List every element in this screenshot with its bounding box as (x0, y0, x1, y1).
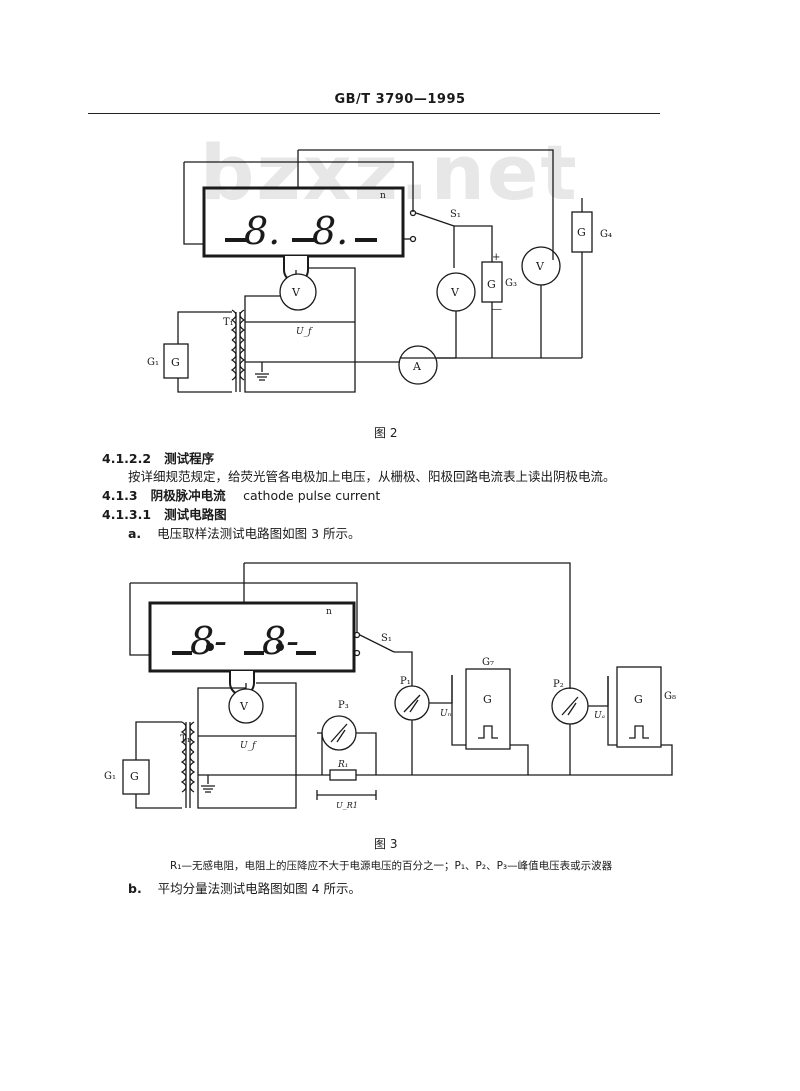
svg-text:8-: 8- (262, 619, 299, 663)
svg-text:U_f: U_f (240, 741, 257, 751)
svg-text:G₇: G₇ (482, 657, 494, 668)
svg-text:n: n (380, 191, 386, 201)
svg-text:V: V (535, 260, 545, 273)
section-title-en: cathode pulse current (243, 488, 381, 503)
svg-text:V: V (239, 700, 249, 713)
item-a: a. 电压取样法测试电路图如图 3 所示。 (128, 523, 361, 542)
section-number: 4.1.3.1 (102, 507, 152, 522)
section-4131-heading: 4.1.3.1 测试电路图 (102, 504, 227, 523)
svg-text:G: G (487, 278, 496, 291)
svg-text:G: G (634, 693, 643, 706)
svg-text:8.: 8. (244, 209, 280, 253)
svg-text:n: n (326, 607, 332, 617)
section-4122-body: 按详细规范规定，给荧光管各电极加上电压，从栅极、阳极回路电流表上读出阴极电流。 (128, 469, 616, 484)
svg-text:R₁: R₁ (337, 760, 348, 770)
svg-text:P₁: P₁ (400, 676, 411, 687)
watermark: bzxz.net (200, 128, 579, 217)
svg-text:G: G (171, 356, 180, 369)
svg-text:G₁: G₁ (104, 771, 116, 782)
figure-3-caption: 图 3 (374, 837, 398, 851)
svg-text:T₁: T₁ (180, 734, 191, 745)
section-number: 4.1.2.2 (102, 451, 152, 466)
svg-text:G₈: G₈ (664, 691, 676, 702)
svg-text:G: G (577, 226, 586, 239)
section-title: 测试程序 (164, 451, 215, 466)
svg-text:G: G (483, 693, 492, 706)
standard-number-header: GB/T 3790—1995 (334, 92, 466, 107)
item-marker: a. (128, 526, 142, 541)
item-text: 平均分量法测试电路图如图 4 所示。 (157, 881, 362, 896)
figure-3-circuit: 8- 8- n S₁ T₁ G₁ G G₇ G₈ G G P₁ P₂ P₃ R₁… (104, 562, 676, 810)
svg-text:G₃: G₃ (505, 278, 517, 289)
svg-text:V: V (450, 286, 460, 299)
svg-text:+: + (492, 252, 500, 263)
svg-text:P₃: P₃ (338, 700, 349, 711)
svg-text:U_f: U_f (296, 327, 313, 337)
item-b: b. 平均分量法测试电路图如图 4 所示。 (128, 878, 361, 897)
item-marker: b. (128, 881, 142, 896)
svg-text:8.: 8. (312, 209, 348, 253)
svg-text:—: — (492, 304, 502, 315)
figure-2-caption: 图 2 (374, 426, 398, 440)
figure-3-note: R₁—无感电阻，电阻上的压降应不大于电源电压的百分之一；P₁、P₂、P₃—峰值电… (170, 860, 613, 872)
section-title: 测试电路图 (164, 507, 227, 522)
svg-text:G₄: G₄ (600, 229, 612, 240)
item-text: 电压取样法测试电路图如图 3 所示。 (157, 526, 361, 541)
svg-text:T₁: T₁ (223, 317, 234, 328)
svg-text:S₁: S₁ (381, 633, 392, 644)
section-4122-heading: 4.1.2.2 测试程序 (102, 448, 214, 467)
svg-text:G₁: G₁ (147, 357, 159, 368)
svg-text:Uₙ: Uₙ (440, 709, 452, 719)
svg-text:P₂: P₂ (553, 679, 564, 690)
section-number: 4.1.3 (102, 488, 138, 503)
header-rule (88, 113, 660, 114)
svg-text:G: G (130, 770, 139, 783)
svg-text:V: V (291, 286, 301, 299)
svg-text:A: A (412, 360, 422, 373)
section-title: 阴极脉冲电流 (150, 488, 226, 503)
section-413-heading: 4.1.3 阴极脉冲电流 cathode pulse current (102, 485, 380, 504)
svg-text:8-: 8- (190, 619, 227, 663)
svg-text:U_R1: U_R1 (336, 801, 358, 810)
svg-text:Uₐ: Uₐ (594, 711, 605, 721)
svg-text:S₁: S₁ (450, 209, 461, 220)
figure-2-circuit: 8. 8. n S₁ T₁ G₁ G G₃ G₄ G G + — V V V A… (147, 149, 612, 393)
